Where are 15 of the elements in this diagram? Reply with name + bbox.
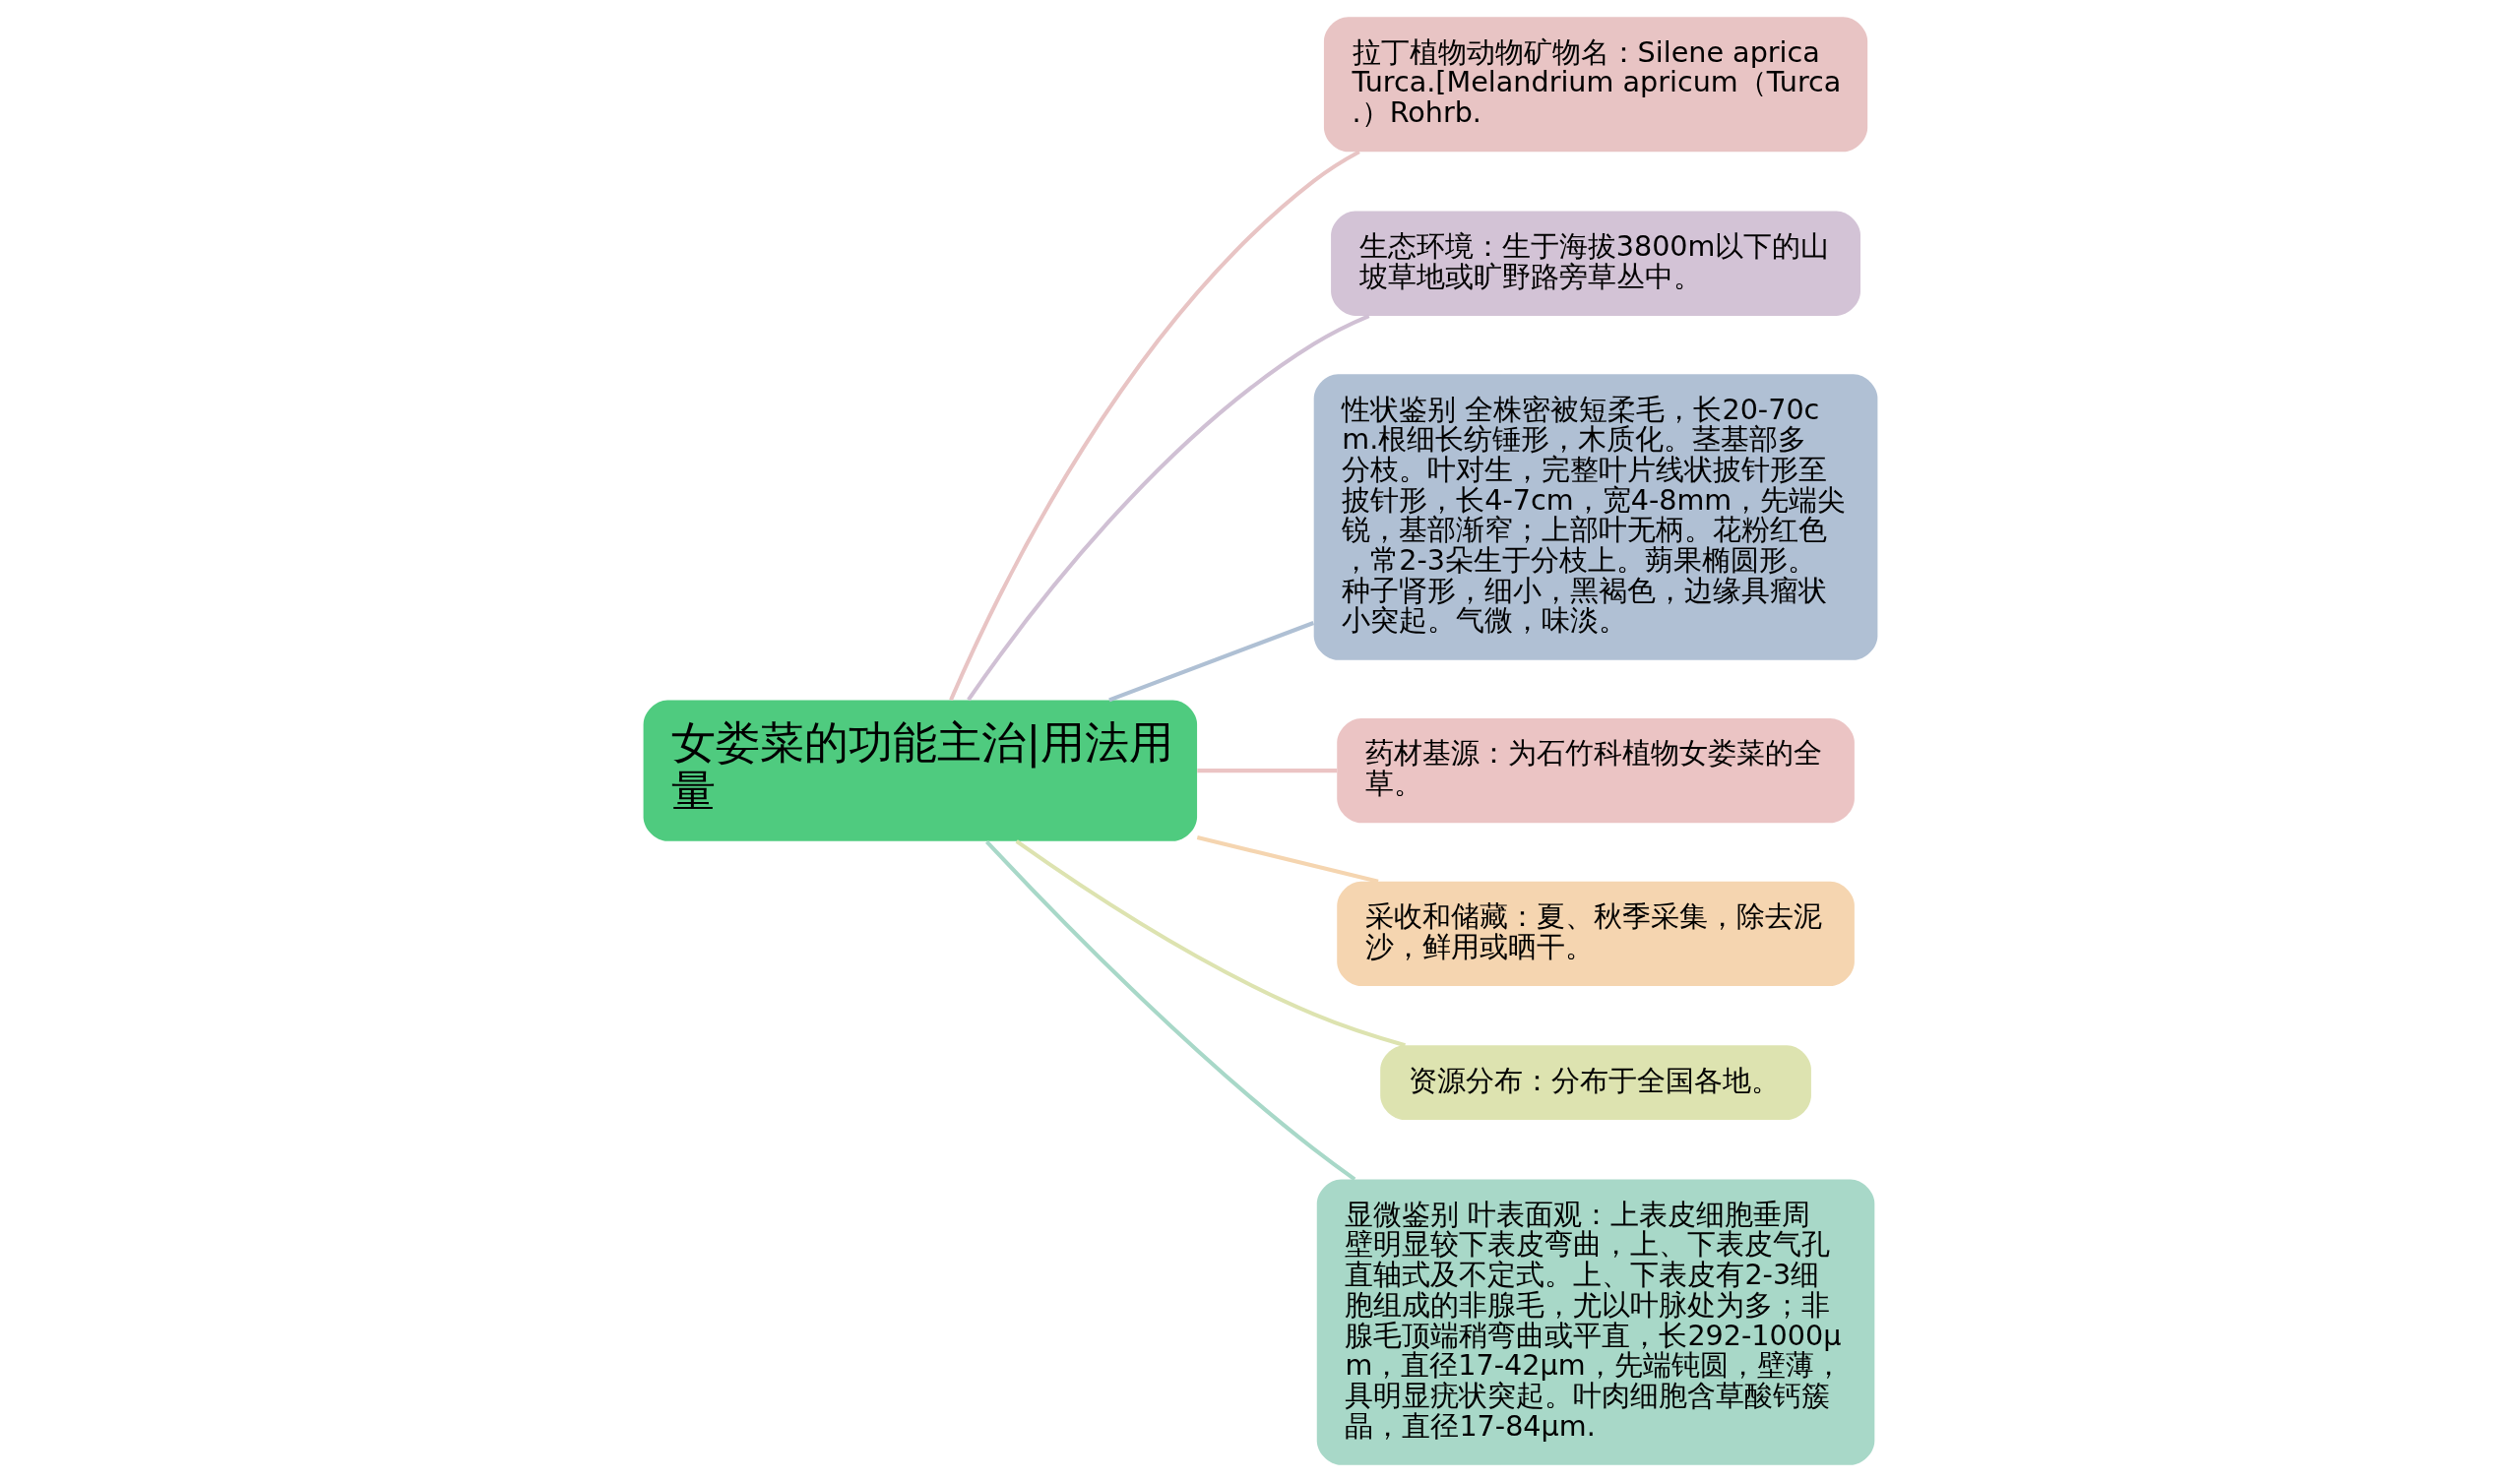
node-box: 性状鉴别 全株密被短柔毛，长20-70cm.根细长纺锤形，木质化。茎基部多分枝。叶对生，完整叶片线状披针形至披针形，长4-7cm，宽4-8mm，先端尖锐，基部渐窄；上部叶无柄。花粉红色，常2-3朵生于分枝上。蒴果椭圆形。种子肾形，细小，黑褐色，边缘具瘤状小突起。气微，味淡。 bbox=[1313, 373, 1877, 660]
connector bbox=[948, 149, 1360, 701]
connector bbox=[1015, 838, 1406, 1047]
connector bbox=[984, 839, 1355, 1181]
node-box: 拉丁植物动物矿物名：Silene aprica Turca.[Melandrium apricum（Turca.）Rohrb. bbox=[1323, 16, 1867, 152]
connector bbox=[1107, 620, 1314, 702]
connector bbox=[1196, 834, 1379, 884]
node-box: 采收和储藏：夏、秋季采集，除去泥沙，鲜用或晒干。 bbox=[1336, 881, 1855, 986]
connector bbox=[966, 313, 1369, 701]
node-box: 药材基源：为石竹科植物女娄菜的全草。 bbox=[1336, 717, 1855, 823]
node-box: 资源分布：分布于全国各地。 bbox=[1379, 1044, 1811, 1120]
node-box: 显微鉴别 叶表面观：上表皮细胞垂周壁明显较下表皮弯曲，上、下表皮气孔直轴式及不定式。上、下表皮有2-3细胞组成的非腺毛，尤以叶脉处为多；非腺毛顶端稍弯曲或平直，长292-1000μm，直径17-42μm，先端钝圆，壁薄，具明显疣状突起。叶肉细胞含草酸钙簇晶，直径17-84μm. bbox=[1316, 1178, 1874, 1465]
node-box: 生态环境：生于海拔3800m以下的山坡草地或旷野路旁草丛中。 bbox=[1330, 211, 1860, 316]
connector bbox=[1196, 768, 1337, 772]
node-box: 女娄菜的功能主治|用法用量 bbox=[643, 700, 1197, 841]
